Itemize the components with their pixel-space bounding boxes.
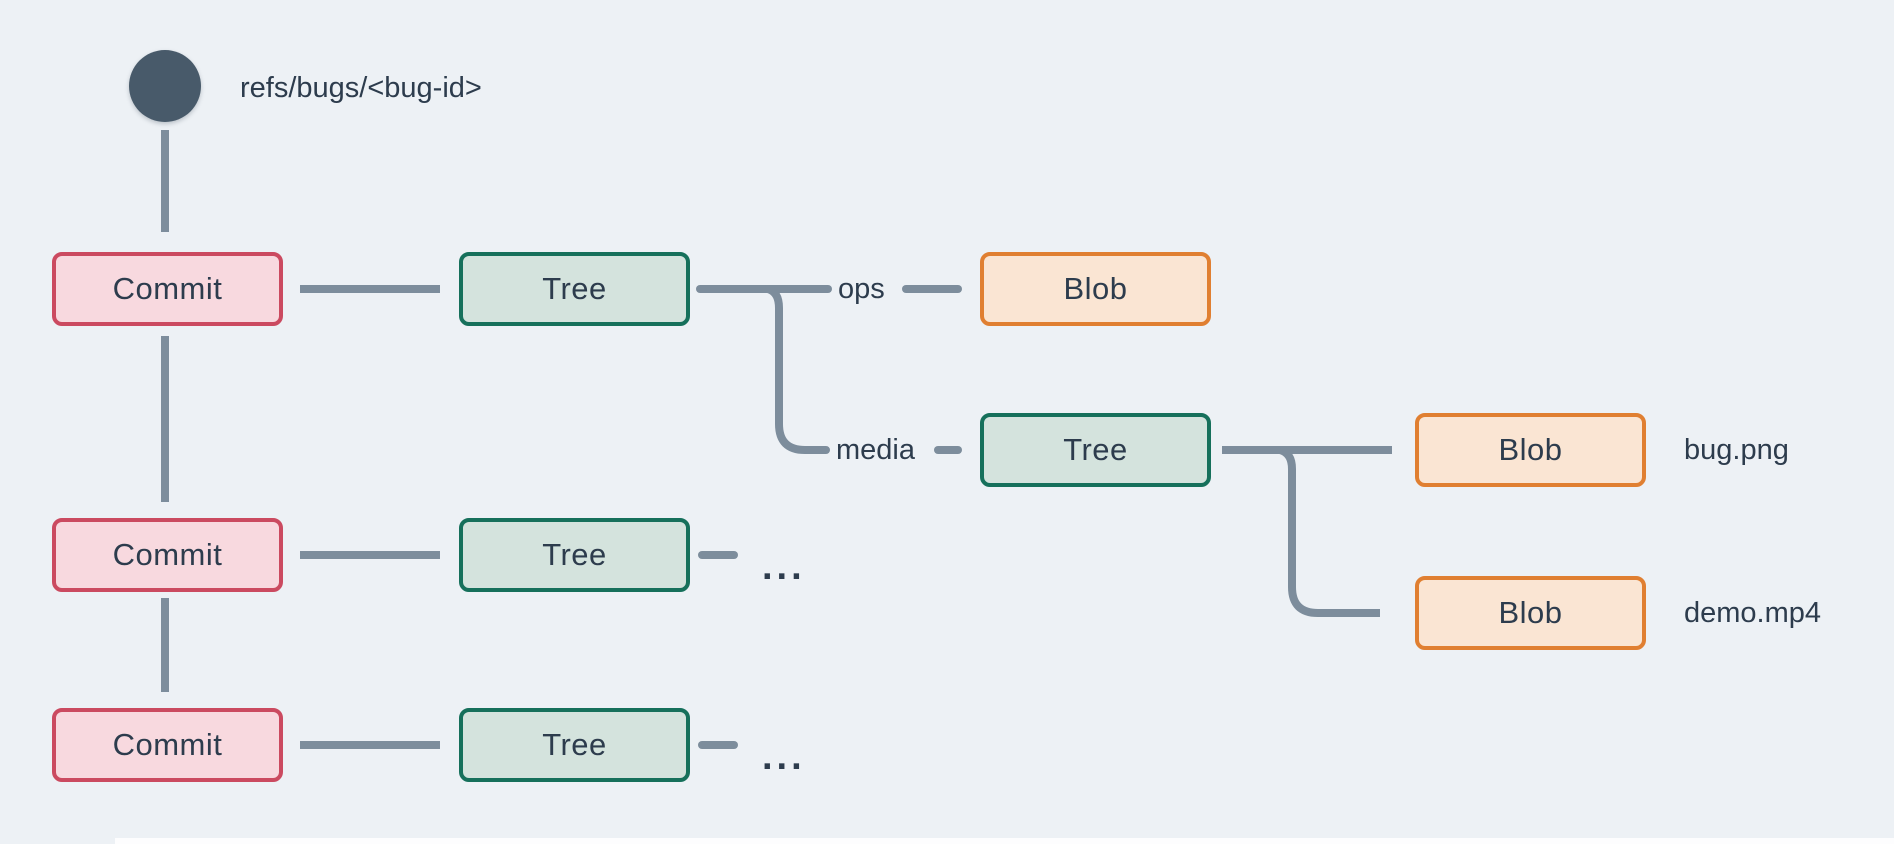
commit-node-2-label: Commit [112,537,223,572]
tree-node-root-label: Tree [542,271,607,306]
blob-node-bug-png-label: Blob [1498,432,1563,467]
ellipsis-row3: ... [762,736,806,778]
tree-node-root: Tree [459,252,690,326]
commit-node-1: Commit [52,252,283,326]
blob-node-demo-mp4-label: Blob [1498,595,1563,630]
ref-pointer-dot [129,50,201,122]
commit-node-3-label: Commit [112,727,223,762]
file-label-demo-mp4: demo.mp4 [1684,597,1822,629]
blob-node-ops: Blob [980,252,1211,326]
edge-label-media: media [836,434,915,466]
arrow-branch-to-blob-demo [1278,446,1380,617]
ref-label: refs/bugs/<bug-id> [240,72,482,104]
commit-node-3: Commit [52,708,283,782]
blob-node-ops-label: Blob [1063,271,1128,306]
blob-node-demo-mp4: Blob [1415,576,1646,650]
tree-node-row3: Tree [459,708,690,782]
tree-node-row2: Tree [459,518,690,592]
edge-label-ops: ops [838,273,885,305]
tree-node-row3-label: Tree [542,727,607,762]
tree-node-row2-label: Tree [542,537,607,572]
tree-node-media-label: Tree [1063,432,1128,467]
bottom-page-edge [115,838,1894,844]
file-label-bug-png: bug.png [1684,434,1789,466]
commit-node-2: Commit [52,518,283,592]
line-branch-to-media [764,285,830,454]
commit-node-1-label: Commit [112,271,223,306]
blob-node-bug-png: Blob [1415,413,1646,487]
tree-node-media: Tree [980,413,1211,487]
ellipsis-row2: ... [762,546,806,588]
